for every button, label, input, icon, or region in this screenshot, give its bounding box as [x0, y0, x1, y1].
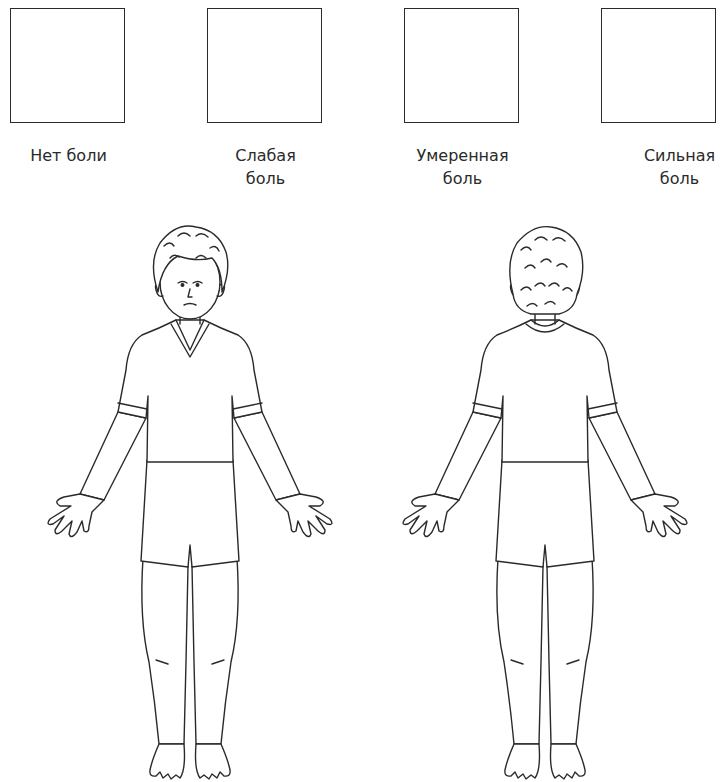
pain-level-label: Слабая боль [216, 144, 316, 190]
pain-level-label: Сильная боль [630, 144, 720, 190]
front-figure [48, 226, 332, 779]
pain-scale-box: Сильная боль [601, 8, 716, 123]
back-figure [403, 227, 687, 779]
pain-scale-box: Нет боли [10, 8, 125, 123]
pain-scale-box: Умеренная боль [404, 8, 519, 123]
pain-level-label: Нет боли [4, 144, 134, 167]
pain-scale-box: Слабая боль [207, 8, 322, 123]
pain-level-label: Умеренная боль [413, 144, 513, 190]
